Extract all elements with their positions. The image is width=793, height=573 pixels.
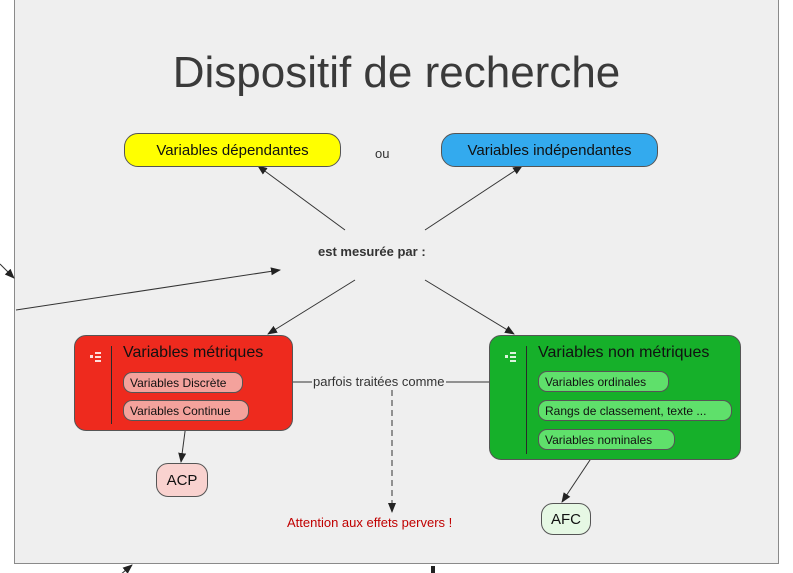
item-variables-continue: Variables Continue: [123, 400, 249, 421]
label-ou: ou: [375, 146, 390, 161]
label-est-mesuree-par: est mesurée par :: [318, 244, 426, 259]
item-rangs-de-classement: Rangs de classement, texte ...: [538, 400, 732, 421]
arrow-to-non-metriques: [424, 279, 515, 335]
arrow-to-metriques: [267, 279, 356, 335]
group-title-non-metriques: Variables non métriques: [538, 344, 710, 361]
hierarchy-icon: [90, 352, 101, 362]
group-divider: [526, 346, 527, 454]
item-variables-ordinales: Variables ordinales: [538, 371, 669, 392]
node-acp: ACP: [156, 463, 208, 497]
arrow-into-center: [15, 267, 281, 311]
page-title: Dispositif de recherche: [172, 48, 621, 97]
diagram-canvas: [14, 0, 779, 564]
node-variables-dependantes: Variables dépendantes: [124, 133, 341, 167]
group-variables-non-metriques: Variables non métriques Variables ordina…: [489, 335, 741, 460]
arrow-bottom-left: [121, 564, 133, 573]
node-variables-independantes: Variables indépendantes: [441, 133, 658, 167]
warning-text: Attention aux effets pervers !: [287, 515, 453, 530]
arrow-from-left-edge: [0, 263, 15, 279]
group-divider: [111, 346, 112, 424]
arrow-to-independantes: [424, 165, 523, 231]
group-variables-metriques: Variables métriques Variables Discrète V…: [74, 335, 293, 431]
group-title-metriques: Variables métriques: [123, 344, 264, 361]
label-parfois-traitees-comme: parfois traitées comme: [312, 374, 446, 389]
item-variables-discrete: Variables Discrète: [123, 372, 243, 393]
hierarchy-icon: [505, 352, 516, 362]
arrow-to-dependantes: [257, 165, 346, 231]
item-variables-nominales: Variables nominales: [538, 429, 675, 450]
bottom-mark: [431, 566, 435, 573]
node-afc: AFC: [541, 503, 591, 535]
